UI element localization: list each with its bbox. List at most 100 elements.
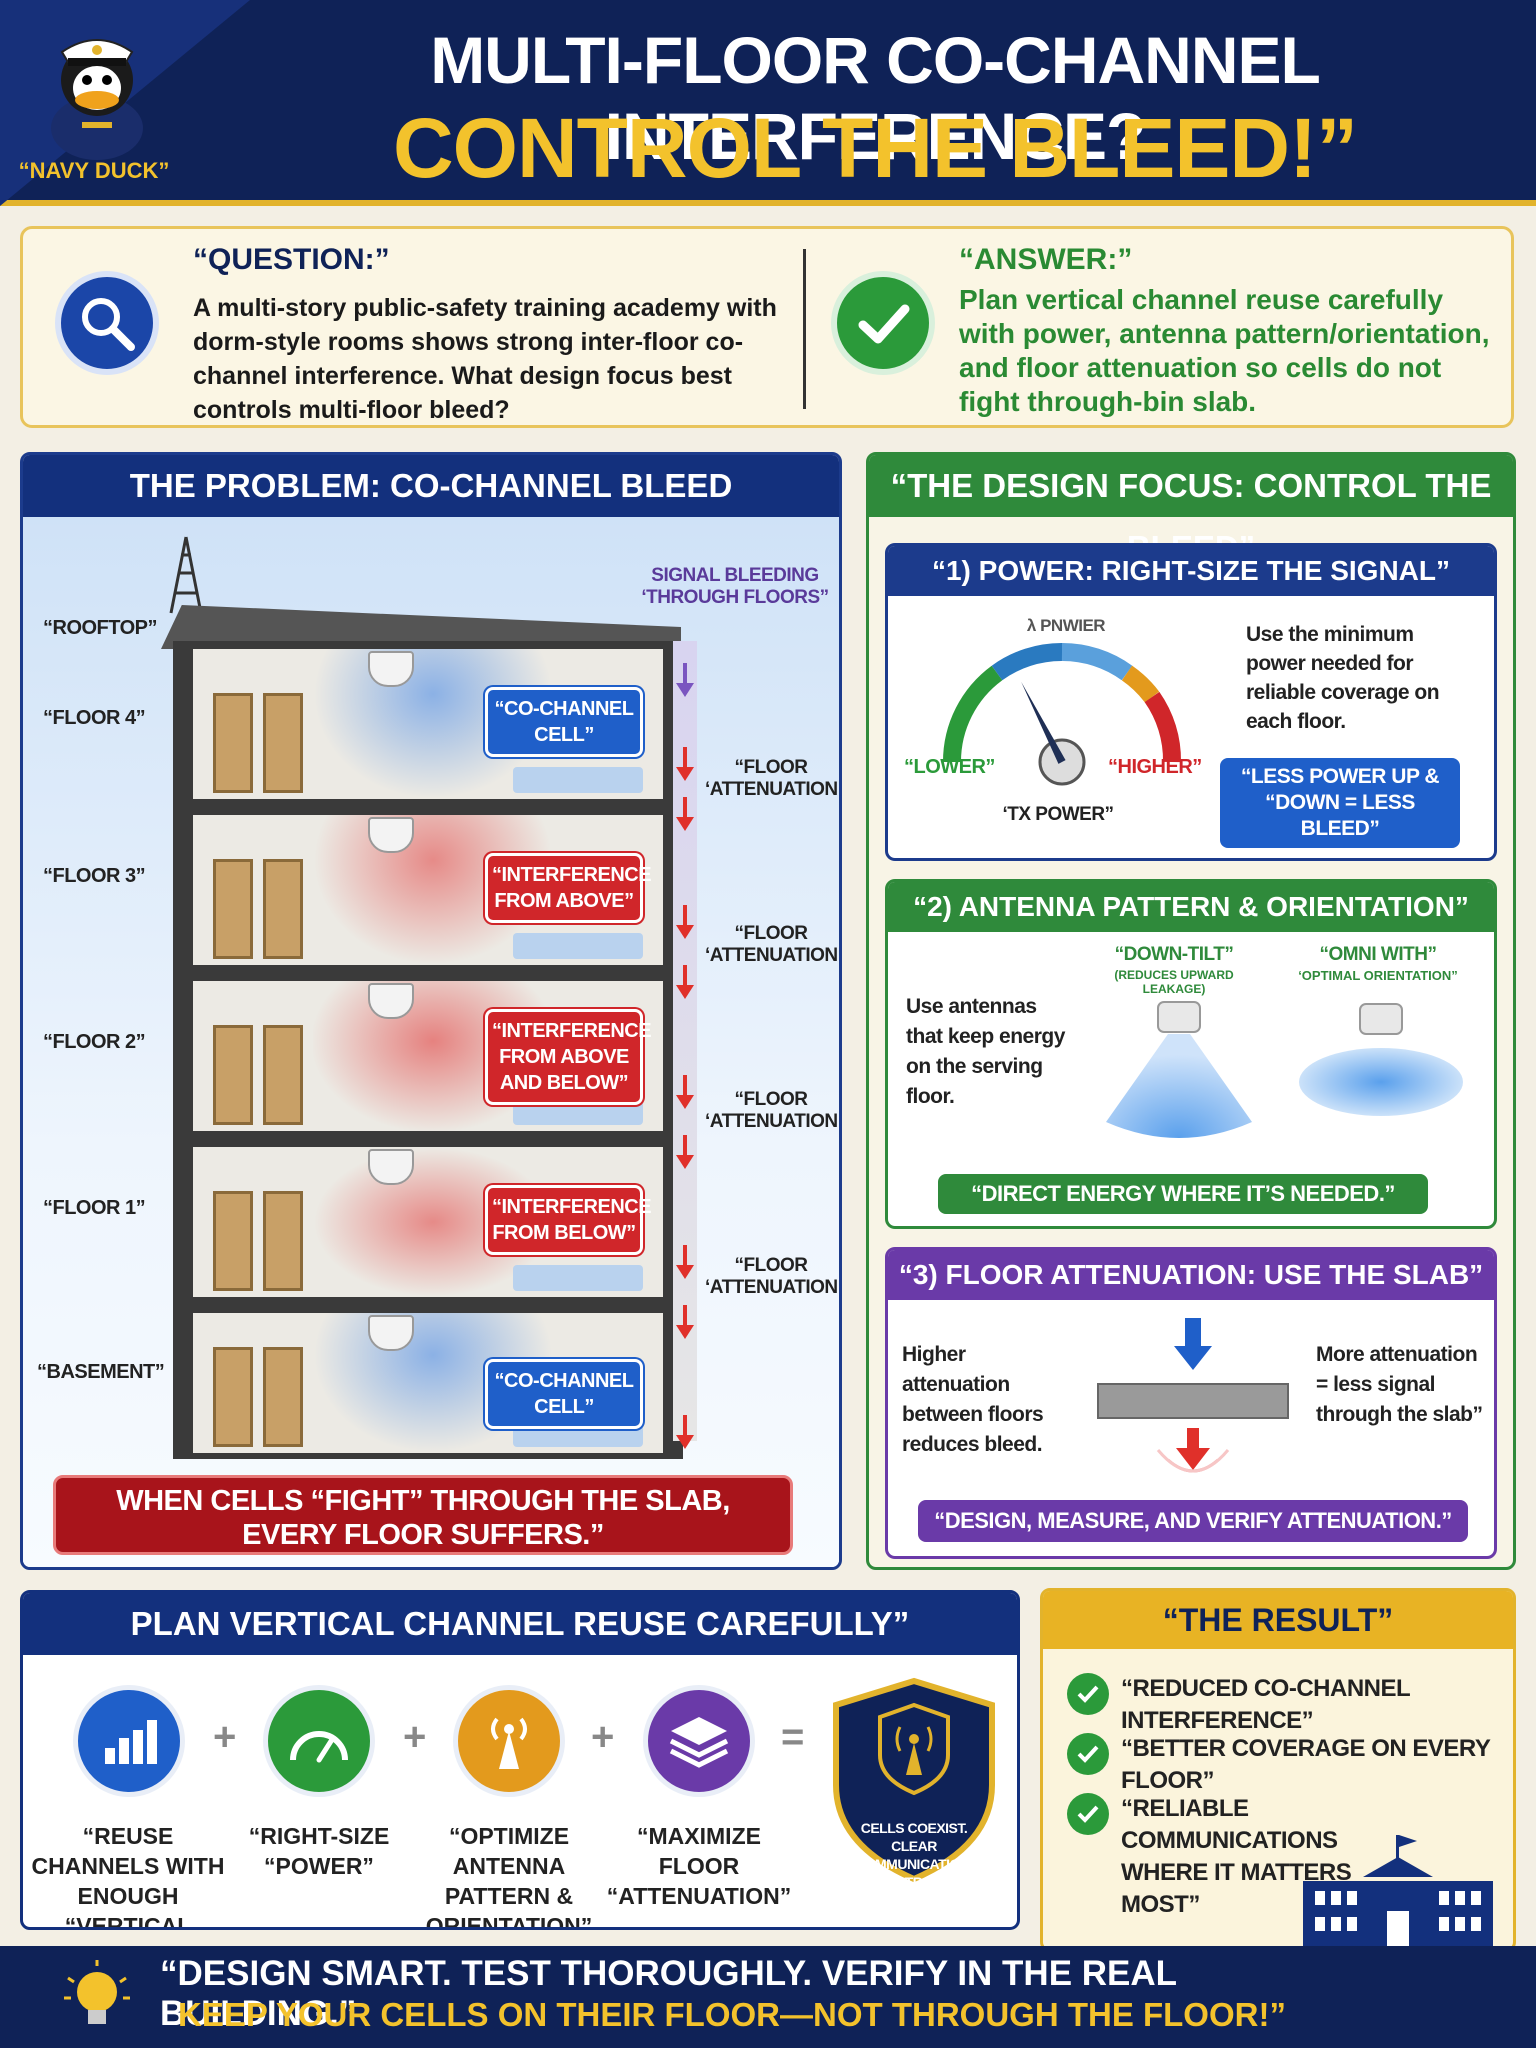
door — [263, 1191, 303, 1291]
question-text: A multi-story public-safety training aca… — [193, 294, 777, 424]
access-point-icon — [368, 1149, 414, 1185]
layers-icon — [643, 1685, 755, 1797]
floor-label-4: “FLOOR 4” — [43, 707, 146, 729]
door — [213, 1025, 253, 1125]
question-answer-box: “QUESTION:” A multi-story public-safety … — [20, 226, 1514, 428]
bleed-arrows — [673, 655, 697, 1455]
result-text: “BETTER COVERAGE ON EVERY FLOOR” — [1121, 1735, 1490, 1794]
problem-panel: THE PROBLEM: CO-CHANNEL BLEED — [20, 452, 842, 1570]
footer-banner — [0, 1946, 1536, 2048]
signal-bleed-label: SIGNAL BLEEDING ‘THROUGH FLOORS” — [641, 565, 829, 608]
slab-diagram — [1088, 1310, 1298, 1490]
slab-left-text: Higher attenuation between floors reduce… — [902, 1343, 1044, 1456]
gauge-caption: ‘TX POWER” — [1002, 804, 1114, 825]
omni-label: “OMNI WITH” — [1319, 944, 1437, 965]
check-icon — [1067, 1733, 1109, 1775]
downtilt-label: “DOWN-TILT” — [1114, 944, 1234, 965]
plan-panel: PLAN VERTICAL CHANNEL REUSE CAREFULLY” +… — [20, 1590, 1020, 1930]
door — [263, 1025, 303, 1125]
door — [263, 859, 303, 959]
access-point-icon — [368, 1315, 414, 1351]
door — [213, 1191, 253, 1291]
lightbulb-icon — [62, 1958, 132, 2040]
floor-label-rooftop: “ROOFTOP” — [43, 617, 158, 639]
qa-divider — [803, 249, 806, 409]
answer-text: Plan vertical channel reuse carefully wi… — [959, 284, 1490, 417]
power-text: Use the minimum power needed for reliabl… — [1246, 623, 1440, 733]
gauge-low-label: “LOWER” — [904, 756, 995, 778]
step-label-power: “RIGHT-SIZE “POWER” — [248, 1823, 390, 1879]
cell-tag-floor-1: “INTERFERENCE FROM BELOW” — [485, 1185, 652, 1255]
mascot-label: “NAVY DUCK” — [18, 158, 170, 183]
plan-title: PLAN VERTICAL CHANNEL REUSE CAREFULLY” — [23, 1593, 1017, 1655]
power-card: “1) POWER: RIGHT-SIZE THE SIGNAL” λ PNWI… — [885, 543, 1497, 861]
downtilt-antenna-icon — [1094, 994, 1264, 1144]
slab-pill: “DESIGN, MEASURE, AND VERIFY ATTENUATION… — [918, 1500, 1468, 1542]
slab-card-title: “3) FLOOR ATTENUATION: USE THE SLAB” — [888, 1250, 1494, 1300]
door — [213, 1347, 253, 1447]
plus-operator: + — [403, 1715, 427, 1759]
result-title: “THE RESULT” — [1043, 1591, 1513, 1649]
floor-label-3: “FLOOR 3” — [43, 865, 146, 887]
check-icon — [1067, 1793, 1109, 1835]
access-point-icon — [368, 651, 414, 687]
slab-card: “3) FLOOR ATTENUATION: USE THE SLAB” Hig… — [885, 1247, 1497, 1559]
power-card-title: “1) POWER: RIGHT-SIZE THE SIGNAL” — [888, 546, 1494, 596]
antenna-icon — [453, 1685, 565, 1797]
result-panel: “THE RESULT” “REDUCED CO-CHANNEL INTERFE… — [1040, 1588, 1516, 1952]
academy-building-icon — [1293, 1831, 1503, 1949]
antenna-pill: “DIRECT ENERGY WHERE IT’S NEEDED.” — [938, 1174, 1428, 1214]
plus-operator: + — [591, 1715, 615, 1759]
page-subtitle: CONTROL THE BLEED!” — [392, 101, 1358, 195]
step-label-reuse: “REUSE CHANNELS WITH ENOUGH “VERTICAL SE… — [31, 1823, 225, 1930]
design-panel: “THE DESIGN FOCUS: CONTROL THE BLEED” “1… — [866, 452, 1516, 1570]
cell-tower-icon — [161, 535, 211, 615]
gauge-top-label: λ PNWIER — [1026, 616, 1106, 635]
door — [263, 1347, 303, 1447]
bed — [513, 767, 643, 793]
door — [213, 693, 253, 793]
door — [213, 859, 253, 959]
bed — [513, 1265, 643, 1291]
cell-tag-basement: “CO-CHANNEL CELL” — [485, 1359, 643, 1429]
shield-text: CELLS COEXIST. CLEAR COMMUNICATION. SAFE… — [855, 1820, 973, 1890]
result-item: “RELIABLE COMMUNICATIONS WHERE IT MATTER… — [1067, 1793, 1367, 1921]
gauge-high-label: “HIGHER” — [1108, 756, 1202, 778]
cell-tag-floor-2: “INTERFERENCE FROM ABOVE AND BELOW” — [485, 1009, 652, 1105]
power-gauge — [912, 612, 1212, 812]
problem-banner: WHEN CELLS “FIGHT” THROUGH THE SLAB, EVE… — [53, 1475, 793, 1555]
access-point-icon — [368, 817, 414, 853]
door — [263, 693, 303, 793]
magnifier-icon — [55, 271, 159, 375]
downtilt-sublabel: (REDUCES UPWARD LEAKAGE) — [1114, 968, 1234, 996]
page-title: MULTI-FLOOR CO-CHANNEL INTERFERENCE? — [430, 23, 1321, 173]
floor-label-1: “FLOOR 1” — [43, 1197, 146, 1219]
problem-title: THE PROBLEM: CO-CHANNEL BLEED — [23, 455, 839, 517]
cell-tag-floor-3: “INTERFERENCE FROM ABOVE” — [485, 853, 652, 923]
floor-label-basement: “BASEMENT” — [37, 1361, 165, 1383]
answer-heading: “ANSWER:” — [959, 243, 1133, 276]
omni-sublabel: ‘OPTIMAL ORIENTATION” — [1298, 968, 1458, 983]
attenuation-label: “FLOOR ‘ATTENUATION” — [705, 757, 842, 800]
bed — [513, 933, 643, 959]
footer-line-2: KEEP YOUR CELLS ON THEIR FLOOR—NOT THROU… — [178, 1996, 1286, 2033]
design-title: “THE DESIGN FOCUS: CONTROL THE BLEED” — [869, 455, 1513, 566]
check-icon — [1067, 1673, 1109, 1715]
power-pill: “LESS POWER UP & “DOWN = LESS BLEED” — [1220, 758, 1460, 848]
check-icon — [831, 271, 935, 375]
attenuation-label: “FLOOR ‘ATTENUATION” — [705, 1089, 842, 1132]
gauge-icon — [263, 1685, 375, 1797]
floor-label-2: “FLOOR 2” — [43, 1031, 146, 1053]
question-heading: “QUESTION:” — [193, 243, 390, 276]
antenna-card-title: “2) ANTENNA PATTERN & ORIENTATION” — [888, 882, 1494, 932]
duck-mascot-icon — [22, 10, 172, 160]
result-item: “REDUCED CO-CHANNEL INTERFERENCE” — [1067, 1673, 1513, 1737]
antenna-text: Use antennas that keep energy on the ser… — [906, 995, 1065, 1108]
equals-operator: = — [781, 1715, 805, 1759]
cell-tag-floor-4: “CO-CHANNEL CELL” — [485, 687, 643, 757]
footer-line-1: “DESIGN SMART. TEST THOROUGHLY. VERIFY I… — [160, 1954, 1177, 2033]
step-label-antenna: “OPTIMIZE ANTENNA PATTERN & ORIENTATION” — [425, 1823, 593, 1930]
bar-chart-icon — [73, 1685, 185, 1797]
step-label-attenuation: “MAXIMIZE FLOOR “ATTENUATION” — [606, 1823, 792, 1909]
header-banner — [0, 0, 1536, 206]
